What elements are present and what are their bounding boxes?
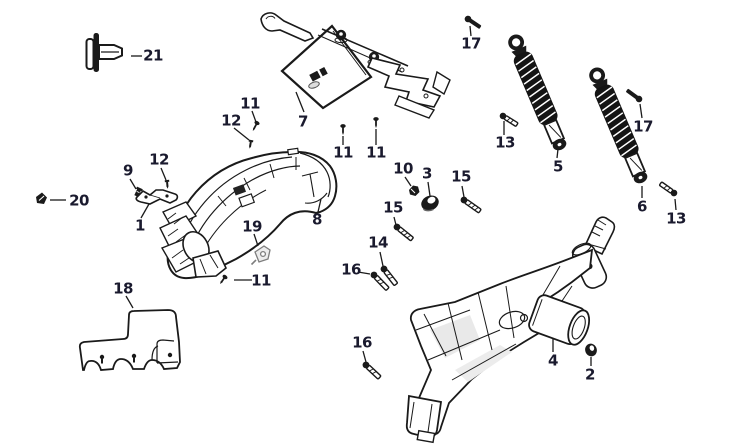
part-17-bolt-b	[626, 88, 643, 103]
leader-line	[461, 185, 465, 198]
leader-line	[233, 127, 250, 141]
part-5-shock-absorber	[508, 34, 567, 151]
leader-line	[469, 25, 472, 37]
leader-line	[357, 271, 371, 275]
part-12-screw-b	[164, 179, 170, 189]
part-11-screw-d	[220, 274, 228, 285]
part-21-flange-bolt	[85, 33, 123, 72]
leader-line	[379, 251, 384, 267]
part-4-swingarm	[405, 216, 616, 444]
leader-line	[317, 198, 322, 213]
part-12-screw-a	[248, 139, 254, 149]
part-11-screw-c	[373, 117, 379, 128]
leader-line	[639, 103, 643, 119]
leader-line	[674, 198, 677, 211]
part-3-bushing	[421, 195, 439, 212]
part-16-bolt-a	[370, 271, 390, 291]
part-13-bolt-a	[499, 112, 519, 127]
part-14-bolt	[380, 265, 398, 286]
part-13-bolt-b	[659, 181, 678, 197]
leader-line	[393, 216, 397, 226]
leader-line	[160, 167, 167, 181]
part-10-nut	[409, 185, 420, 196]
leader-line	[251, 110, 257, 123]
leader-line	[427, 181, 431, 197]
part-16-bolt-b	[362, 361, 382, 380]
leader-line	[404, 176, 412, 187]
leader-line	[140, 203, 150, 219]
part-9-screw	[134, 186, 143, 197]
part-15-bolt-b	[393, 223, 414, 242]
part-15-bolt-a	[460, 196, 482, 214]
leader-line	[129, 178, 137, 190]
leader-lines	[50, 25, 677, 366]
leader-line	[125, 295, 134, 309]
part-1-bracket	[135, 189, 179, 205]
part-8-rear-fender	[159, 147, 338, 280]
leader-line	[295, 91, 305, 113]
part-17-bolt-a	[464, 15, 482, 29]
part-11-screw-b	[340, 124, 346, 135]
leader-line	[362, 350, 367, 363]
part-7-carrier-bracket	[260, 12, 451, 119]
part-18-mud-flap	[78, 309, 181, 371]
part-2-nut	[585, 343, 597, 357]
leader-line	[253, 233, 259, 247]
part-6-shock-absorber	[589, 67, 648, 184]
part-20-clip	[36, 192, 47, 204]
leader-line	[556, 148, 559, 159]
part-19-clip	[250, 245, 271, 266]
